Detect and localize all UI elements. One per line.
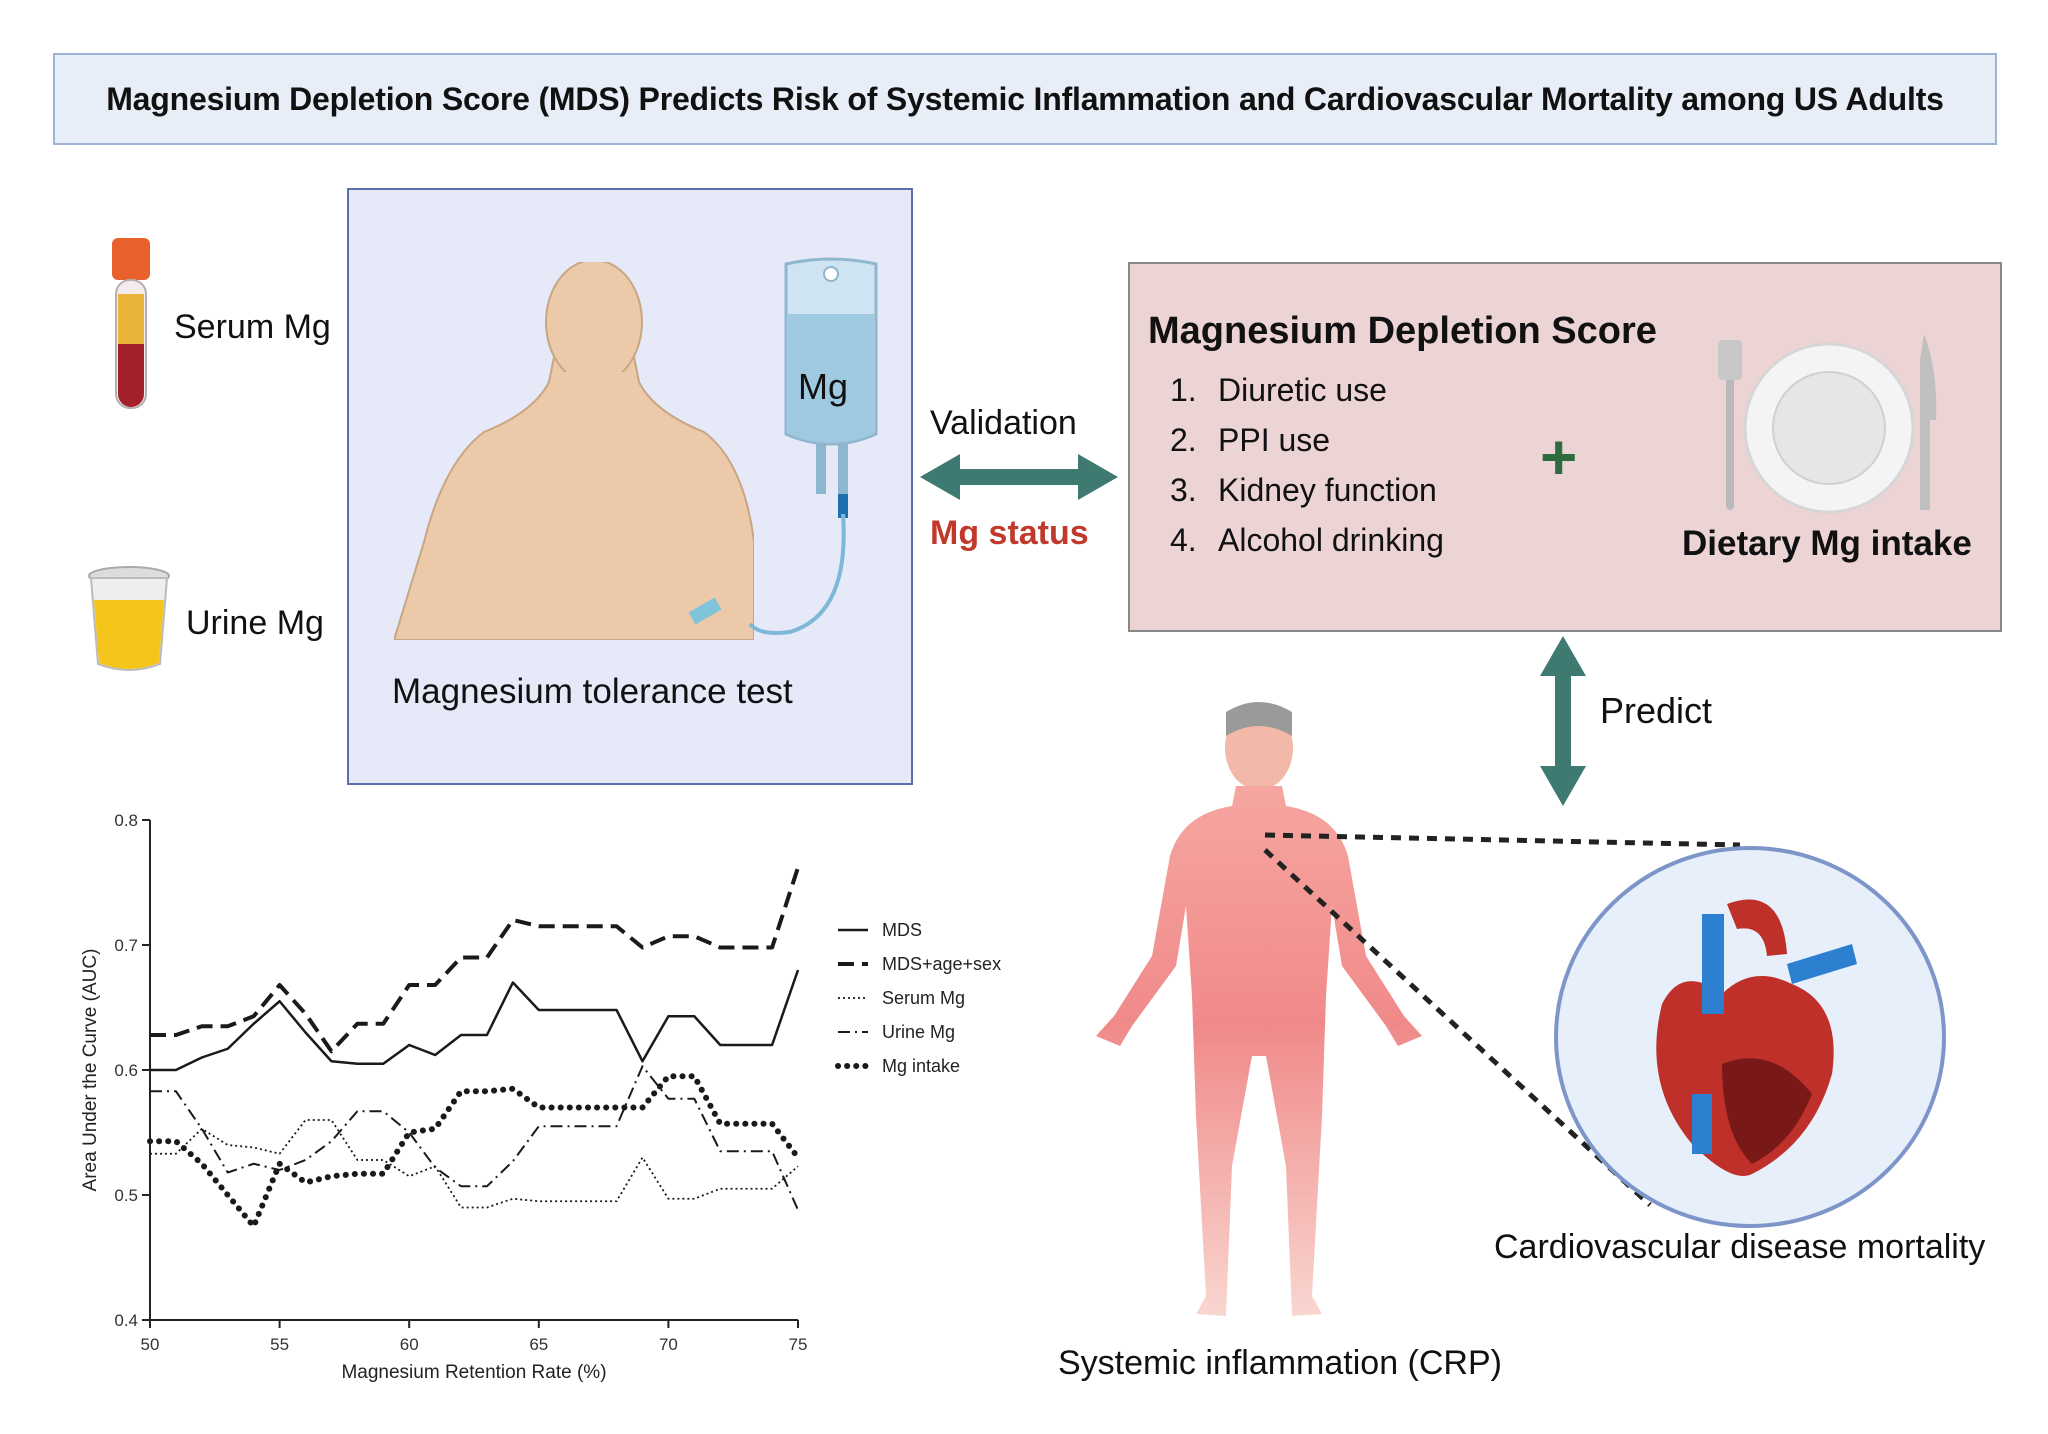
series-line-serum-mg (150, 1119, 799, 1209)
predict-label: Predict (1600, 690, 1713, 731)
list-item: 2.PPI use (1170, 422, 1331, 458)
title-banner: Magnesium Depletion Score (MDS) Predicts… (53, 53, 1997, 145)
legend-label: Mg intake (882, 1056, 960, 1076)
y-axis-label: Area Under the Curve (AUC) (80, 949, 101, 1192)
predict-arrow (1540, 636, 1586, 806)
tolerance-test-label: Magnesium tolerance test (392, 672, 793, 711)
list-item: 4.Alcohol drinking (1170, 522, 1444, 558)
chart-axes (149, 820, 798, 1321)
page-title: Magnesium Depletion Score (MDS) Predicts… (106, 80, 1944, 117)
x-tick-label: 65 (529, 1335, 548, 1354)
urine-cup-icon (88, 566, 170, 671)
iv-line-icon (688, 514, 846, 635)
series-line-mg-intake (147, 1073, 801, 1230)
inflammation-label: Systemic inflammation (CRP) (1058, 1344, 1502, 1382)
mg-status-label: Mg status (930, 514, 1089, 552)
cvd-mortality-label: Cardiovascular disease mortality (1494, 1228, 1986, 1266)
series-line-mds (150, 969, 800, 1072)
connector-lines (1263, 832, 1741, 1207)
plate-cutlery-icon (1718, 334, 1937, 514)
y-tick-label: 0.7 (114, 936, 138, 955)
heart-circle (1554, 846, 1946, 1228)
list-item: 3.Kidney function (1170, 472, 1437, 508)
mds-component-list: 1.Diuretic use 2.PPI use 3.Kidney functi… (1170, 365, 1444, 565)
urine-mg-label: Urine Mg (186, 604, 324, 642)
x-tick-label: 50 (141, 1335, 160, 1354)
auc-line-chart: 50 55 60 65 70 75 0.4 0.5 0.6 0.7 0.8 MDS MDS+age+s… (80, 811, 1001, 1383)
plus-sign: + (1540, 421, 1578, 493)
iv-bag-label: Mg (798, 366, 849, 407)
validation-label: Validation (930, 404, 1077, 442)
x-tick-label: 60 (400, 1335, 419, 1354)
x-axis-label: Magnesium Retention Rate (%) (341, 1362, 606, 1383)
iv-bag-icon (784, 257, 878, 518)
human-body-icon (1096, 702, 1422, 1316)
blood-tube-icon (112, 238, 150, 409)
legend-label: Urine Mg (882, 1022, 955, 1042)
y-tick-label: 0.6 (114, 1061, 138, 1080)
y-tick-label: 0.8 (114, 811, 138, 830)
legend-label: MDS (882, 920, 922, 940)
series-line-urine-mg (150, 1065, 799, 1211)
list-item: 1.Diuretic use (1170, 372, 1387, 408)
heart-icon (1656, 899, 1857, 1176)
y-tick-label: 0.4 (114, 1311, 138, 1330)
serum-mg-label: Serum Mg (174, 308, 331, 346)
x-tick-label: 75 (789, 1335, 808, 1354)
dietary-mg-label: Dietary Mg intake (1682, 524, 1972, 563)
legend-label: MDS+age+sex (882, 954, 1001, 974)
x-tick-label: 55 (270, 1335, 289, 1354)
series-line-mds-age-sex (150, 866, 800, 1054)
y-tick-label: 0.5 (114, 1186, 138, 1205)
x-tick-label: 70 (659, 1335, 678, 1354)
legend-label: Serum Mg (882, 988, 965, 1008)
validation-arrow (920, 454, 1118, 500)
human-torso-icon (394, 262, 754, 640)
mds-heading: Magnesium Depletion Score (1148, 310, 1657, 352)
